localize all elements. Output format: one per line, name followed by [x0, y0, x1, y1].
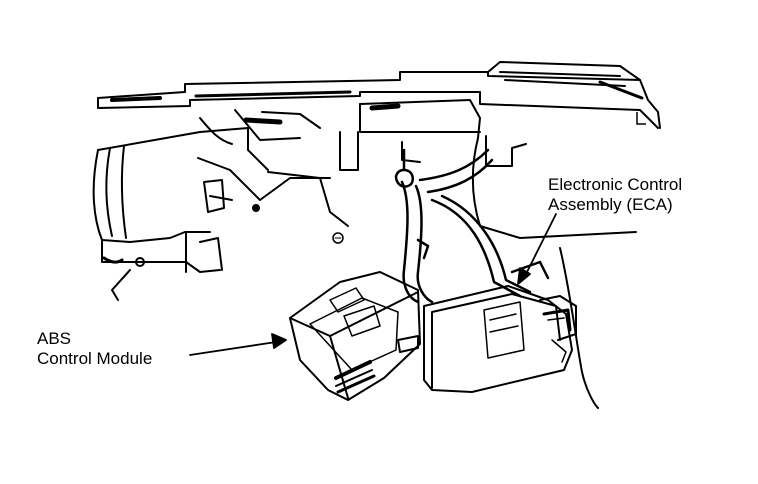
reference-mark — [636, 112, 646, 125]
center-brackets — [267, 131, 527, 244]
abs-label-line2: Control Module — [37, 349, 153, 368]
eca-callout-label: Electronic Control Assembly (ECA) — [548, 175, 682, 215]
eca-label-line2: Assembly (ECA) — [548, 195, 673, 214]
abs-module-drawing — [289, 271, 421, 401]
eca-leader-arrow — [517, 213, 557, 285]
dash-panel-structure — [97, 61, 661, 139]
left-duct-housing — [92, 109, 331, 301]
abs-leader-arrow — [189, 333, 287, 356]
eca-label-line1: Electronic Control — [548, 175, 683, 194]
abs-label-line1: ABS — [37, 329, 72, 348]
eca-module-drawing — [423, 285, 577, 393]
abs-callout-label: ABS Control Module — [37, 329, 152, 369]
